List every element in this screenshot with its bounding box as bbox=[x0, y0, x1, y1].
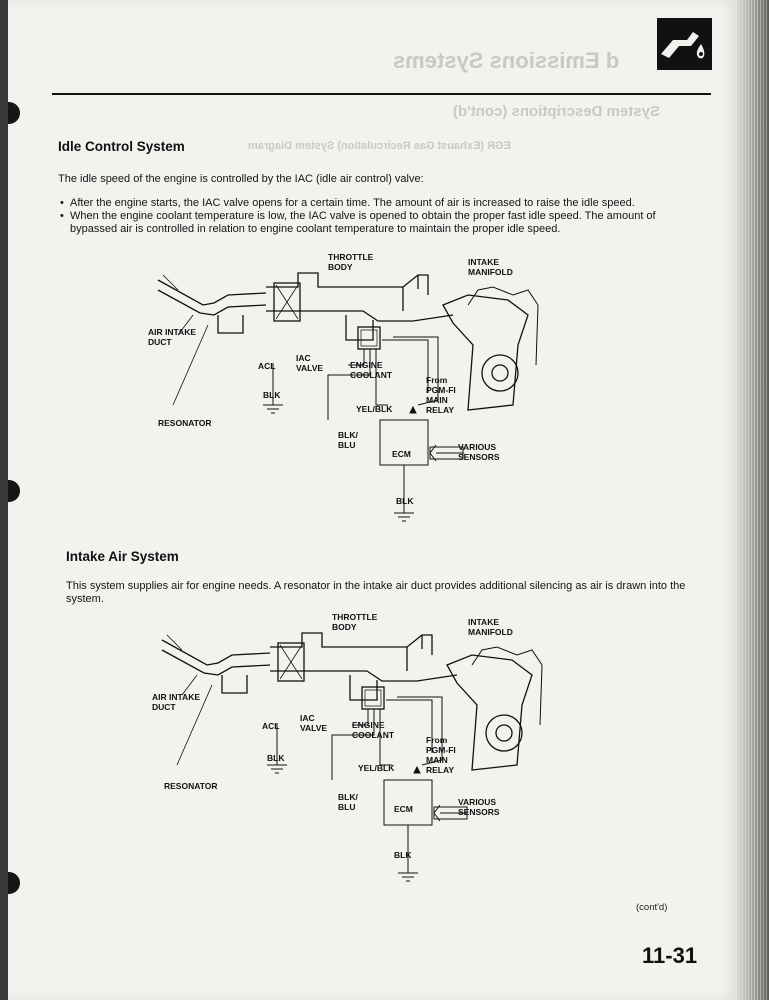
diagram-label: SENSORS bbox=[458, 452, 500, 462]
diagram-label: THROTTLE bbox=[328, 252, 374, 262]
diagram-label: From bbox=[426, 735, 448, 745]
diagram-label: RELAY bbox=[426, 765, 454, 775]
diagram-label: VARIOUS bbox=[458, 797, 496, 807]
idle-control-diagram: THROTTLE BODY INTAKE MANIFOLD AIR INTAKE… bbox=[148, 252, 539, 522]
diagram-label: ENGINE bbox=[352, 720, 385, 730]
diagram-label: BLK/ bbox=[338, 792, 358, 802]
diagram-label: BLK bbox=[263, 390, 281, 400]
diagram-label: DUCT bbox=[148, 337, 172, 347]
diagram-label: BLK bbox=[396, 496, 414, 506]
header-rule bbox=[52, 93, 711, 95]
diagram-label: RESONATOR bbox=[158, 418, 212, 428]
diagram-label: INTAKE bbox=[468, 617, 499, 627]
diagram-label: AIR INTAKE bbox=[152, 692, 200, 702]
page-number: 11-31 bbox=[642, 943, 698, 968]
diagram-label: BLU bbox=[338, 440, 355, 450]
diagram-label: IAC bbox=[300, 713, 315, 723]
diagram-label: ECM bbox=[394, 804, 413, 814]
diagram-label: INTAKE bbox=[468, 257, 499, 267]
diagram-label: RELAY bbox=[426, 405, 454, 415]
diagram-label: SENSORS bbox=[458, 807, 500, 817]
diagram-label: From bbox=[426, 375, 448, 385]
diagram-label: ENGINE bbox=[350, 360, 383, 370]
diagram-label: YEL/BLK bbox=[356, 404, 393, 414]
diagram-label: BODY bbox=[328, 262, 353, 272]
manual-page: d Emissions Systems System Descriptions … bbox=[8, 0, 736, 1000]
diagram-label: COOLANT bbox=[350, 370, 393, 380]
list-item: After the engine starts, the IAC valve o… bbox=[60, 197, 700, 210]
emissions-nozzle-icon bbox=[657, 18, 712, 70]
diagram-label: IAC bbox=[296, 353, 311, 363]
diagram-label: VALVE bbox=[300, 723, 327, 733]
diagram-label: YEL/BLK bbox=[358, 763, 395, 773]
idle-bullets: After the engine starts, the IAC valve o… bbox=[60, 197, 700, 236]
binder-hole-middle bbox=[8, 480, 20, 502]
diagram-label: BLK bbox=[394, 850, 412, 860]
diagram-label: DUCT bbox=[152, 702, 176, 712]
section-heading-idle: Idle Control System bbox=[58, 139, 185, 154]
diagram-label: MAIN bbox=[426, 755, 448, 765]
diagram-label: PGM-FI bbox=[426, 385, 456, 395]
diagram-label: BLU bbox=[338, 802, 355, 812]
continued-note: (cont'd) bbox=[636, 902, 668, 913]
diagram-label: THROTTLE bbox=[332, 612, 378, 622]
diagram-label: BODY bbox=[332, 622, 357, 632]
diagram-label: ECM bbox=[392, 449, 411, 459]
binder-hole-top bbox=[8, 102, 20, 124]
diagram-label: AIR INTAKE bbox=[148, 327, 196, 337]
intake-air-diagram: THROTTLE BODY INTAKE MANIFOLD AIR INTAKE… bbox=[152, 612, 543, 882]
diagram-label: VALVE bbox=[296, 363, 323, 373]
diagram-label: ACL bbox=[262, 721, 279, 731]
diagram-label: BLK bbox=[267, 753, 285, 763]
bleed-through-subtitle: System Descriptions (cont'd) bbox=[453, 103, 660, 120]
diagram-label: VARIOUS bbox=[458, 442, 496, 452]
page-stack-edge bbox=[736, 0, 769, 1000]
diagram-label: MAIN bbox=[426, 395, 448, 405]
diagram-label: PGM-FI bbox=[426, 745, 456, 755]
diagram-label: COOLANT bbox=[352, 730, 395, 740]
diagram-label: ACL bbox=[258, 361, 275, 371]
diagram-label: BLK/ bbox=[338, 430, 358, 440]
bleed-through-title: d Emissions Systems bbox=[393, 48, 620, 73]
diagram-label: MANIFOLD bbox=[468, 627, 513, 637]
diagram-label: RESONATOR bbox=[164, 781, 218, 791]
binder-hole-bottom bbox=[8, 872, 20, 894]
idle-intro: The idle speed of the engine is controll… bbox=[58, 173, 424, 185]
diagram-label: MANIFOLD bbox=[468, 267, 513, 277]
intake-text: This system supplies air for engine need… bbox=[66, 580, 686, 605]
section-heading-intake: Intake Air System bbox=[66, 549, 179, 564]
list-item: When the engine coolant temperature is l… bbox=[60, 210, 700, 236]
bleed-through-line: EGR (Exhaust Gas Recirculation) System D… bbox=[248, 140, 511, 152]
